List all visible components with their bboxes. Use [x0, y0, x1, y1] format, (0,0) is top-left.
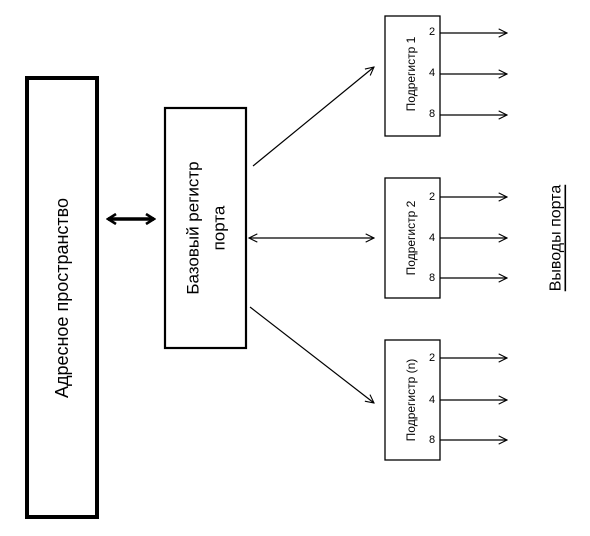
subregister-1-bit-2: 2 [429, 26, 435, 38]
base-register-label-line1: Базовый регистр [184, 161, 203, 294]
base-to-subregister-n-arrow [249, 306, 374, 403]
subregister-2-bit-8: 8 [429, 272, 435, 284]
base-register-label-line2: порта [210, 205, 229, 250]
subregister-n-bit-2: 2 [429, 352, 435, 364]
subregister-2-block: Подрегистр 2 2 4 8 [384, 177, 441, 299]
subregister-1-bit-4: 4 [429, 67, 435, 79]
subregister-n-bit-8: 8 [429, 434, 435, 446]
subregister-n-block: Подрегистр (n) 2 4 8 [384, 339, 441, 461]
subregister-1-bit-8: 8 [429, 108, 435, 120]
subregister-2-bit-4: 4 [429, 232, 435, 244]
base-to-subregister-1-arrow [252, 67, 374, 167]
subregister-1-label: Подрегистр 1 [404, 36, 418, 111]
subregister-2-bit-2: 2 [429, 191, 435, 203]
address-space-block: Адресное пространство [25, 76, 99, 519]
subregister-1-block: Подрегистр 1 2 4 8 [384, 15, 441, 137]
subregister-2-label: Подрегистр 2 [404, 200, 418, 275]
subregister-n-label: Подрегистр (n) [404, 359, 418, 442]
address-space-label: Адресное пространство [52, 198, 72, 398]
base-register-block: Базовый регистр порта [163, 106, 248, 350]
subregister-n-bit-4: 4 [429, 394, 435, 406]
port-pins-label: Выводы порта [548, 185, 565, 292]
